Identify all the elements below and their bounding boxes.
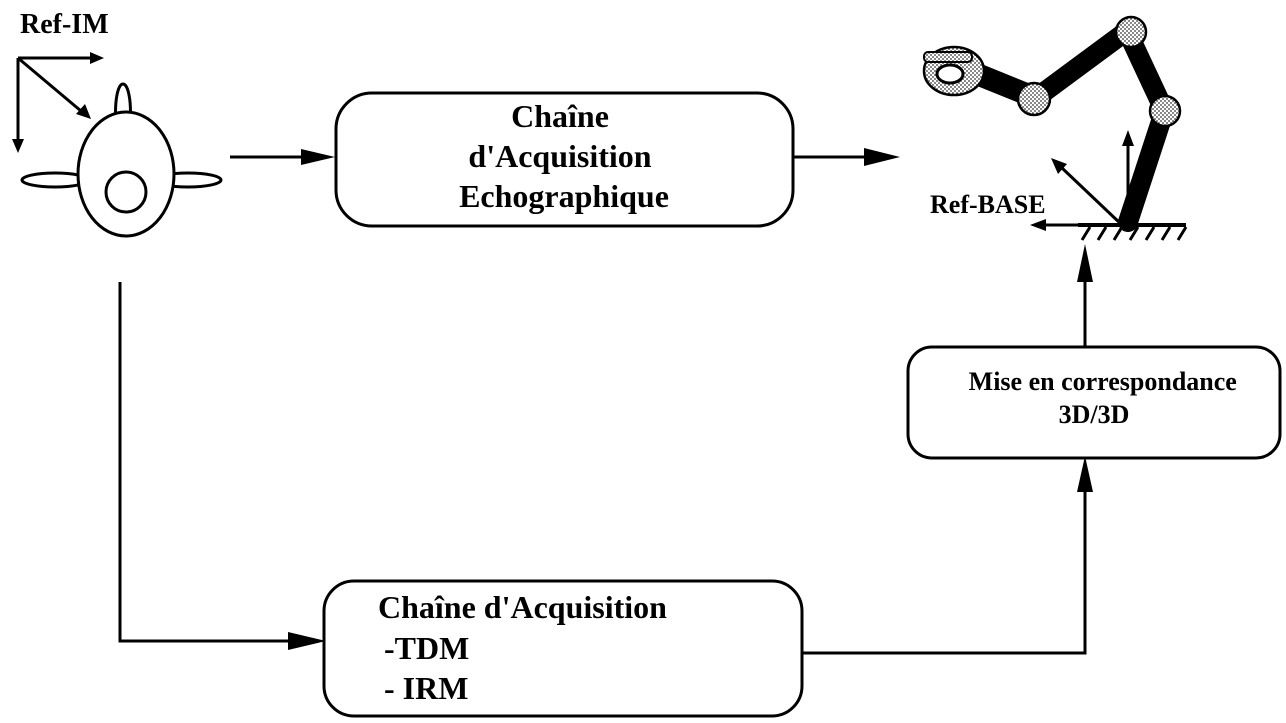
ct-mri-box-line-2: -TDM [384, 630, 469, 666]
matching-box-line-2: 3D/3D [1059, 400, 1130, 429]
ct-mri-box-line-3: - IRM [384, 670, 468, 706]
matching-box-line-1: Mise en correspondance [969, 367, 1237, 396]
arrow-echo-to-robot [793, 148, 900, 166]
svg-text:Mise en correspondance 3: Mise en correspondance 3D/3D [969, 367, 1244, 429]
arrow-head-to-ct-mri [118, 282, 326, 650]
ct-mri-box-line-1: Chaîne d'Acquisition [378, 589, 667, 625]
echo-box-line-2: d'Acquisition [468, 138, 651, 174]
ref-base-label: Ref-BASE [930, 190, 1046, 219]
arrow-matching-to-robot [1077, 244, 1093, 347]
matching-3d-box: Mise en correspondance 3D/3D [906, 345, 1282, 460]
echo-box-line-1: Chaîne [511, 98, 609, 134]
robot-arm-icon [922, 15, 1188, 241]
ct-mri-acquisition-box: Chaîne d'Acquisition -TDM - IRM [322, 579, 804, 718]
arrow-head-to-echo [230, 149, 335, 165]
ref-im-axes-icon [12, 52, 104, 153]
svg-text:Chaîne d'Acquisition: Chaîne d'Acquisition Echographique [459, 98, 669, 214]
echographic-acquisition-box: Chaîne d'Acquisition Echographique [334, 91, 795, 228]
patient-head-icon [20, 82, 223, 238]
svg-text:Chaîne d'Acquisition -TD: Chaîne d'Acquisition -TDM - IRM [378, 589, 675, 706]
echo-box-line-3: Echographique [459, 178, 669, 214]
arrow-ct-mri-to-matching [802, 456, 1093, 655]
ref-im-label: Ref-IM [20, 9, 109, 40]
